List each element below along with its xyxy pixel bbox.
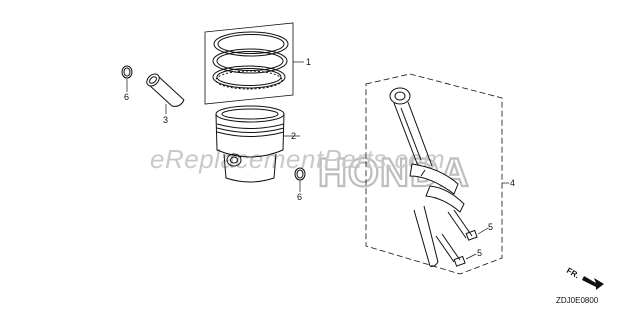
honda-logo-watermark: HONDA [318,151,470,195]
callout-2: 2 [291,131,296,141]
front-direction-marker: FR. [565,266,604,290]
callout-5-lower: 5 [477,248,482,258]
callout-6-upper: 6 [124,92,129,102]
front-direction-label: FR. [565,266,581,280]
piston[interactable] [215,105,285,183]
watermark-text: eReplacementParts.com [150,144,445,174]
circlip-lower[interactable] [294,167,306,181]
callout-4: 4 [510,178,515,188]
callout-3: 3 [163,115,168,125]
connecting-rod-cap[interactable] [413,185,465,267]
callout-6-lower: 6 [297,192,302,202]
callout-1: 1 [306,57,311,67]
connecting-rod-assembly-frame [365,73,503,275]
connecting-rod[interactable] [389,87,459,195]
front-arrow-icon [582,276,604,290]
piston-pin[interactable] [144,72,185,107]
leader-lines [126,61,509,260]
rod-bolt-upper[interactable] [447,209,478,241]
rod-bolt-lower[interactable] [435,233,466,267]
piston-ring-set[interactable] [204,22,294,105]
callout-5-upper: 5 [488,222,493,232]
circlip-upper[interactable] [121,65,133,79]
diagram-code: ZDJ0E0800 [556,296,599,305]
